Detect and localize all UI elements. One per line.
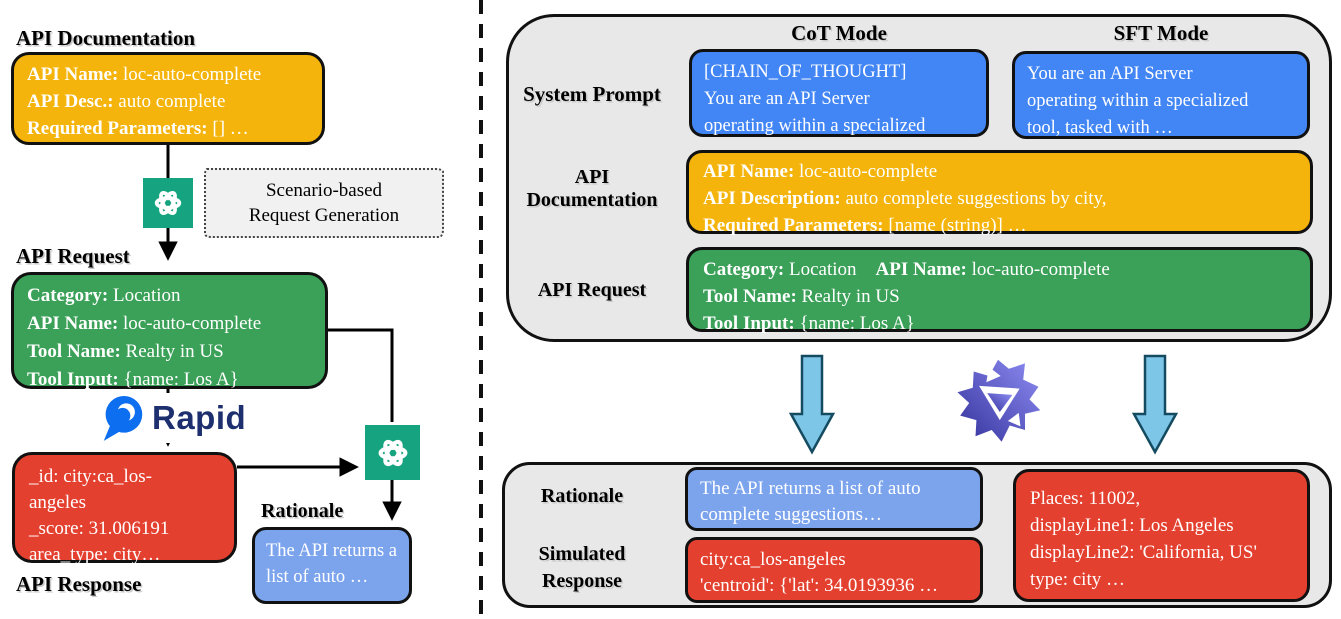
cot-prompt-line: [CHAIN_OF_THOUGHT] [704, 62, 907, 82]
api-documentation-heading: API Documentation [16, 26, 196, 50]
rapidapi-wordmark: Rapid [152, 399, 247, 436]
cot-prompt-line: You are an API Server [704, 89, 870, 109]
api-request-label: API Request [537, 279, 647, 301]
api-documentation-box: API Name: loc-auto-complete API Desc.: a… [11, 52, 325, 145]
sft-mode-heading: SFT Mode [1113, 21, 1209, 45]
sft-response-line: Places: 11002, [1030, 488, 1141, 509]
scenario-note: Scenario-based Request Generation [204, 168, 444, 238]
doc-line: API Name: loc-auto-complete [703, 161, 938, 182]
sft-response-line: type: city … [1030, 569, 1125, 590]
rapidapi-logo: Rapid [101, 393, 251, 443]
api-request-box-right: Category: Location API Name: loc-auto-co… [686, 247, 1313, 334]
api-request-box: Category: Location API Name: loc-auto-co… [11, 272, 328, 390]
api-request-heading: API Request [16, 244, 130, 268]
system-prompt-label: System Prompt [523, 82, 661, 106]
request-line: Tool Input: {name: Los A} [703, 313, 915, 334]
sft-prompt-line: tool, tasked with … [1027, 118, 1173, 138]
sft-response-box: Places: 11002, displayLine1: Los Angeles… [1013, 469, 1310, 602]
response-line: area_type: city… [29, 544, 161, 565]
simulated-response-box: city:ca_los-angeles 'centroid': {'lat': … [685, 537, 983, 603]
request-line: Tool Name: Realty in US [27, 341, 224, 362]
response-line: _score: 31.006191 [29, 518, 170, 539]
sft-prompt-line: You are an API Server [1027, 64, 1193, 84]
simulated-line: 'centroid': {'lat': 34.0193936 … [700, 575, 939, 596]
rationale-line: The API returns a list of auto [700, 478, 921, 499]
doc-line: Required Parameters: [] … [27, 118, 249, 139]
rationale-box-right: The API returns a list of auto complete … [685, 467, 983, 531]
simulated-response-label: Simulated Response [538, 543, 626, 592]
rationale-label: Rationale [540, 485, 624, 507]
request-line: Category: Location [27, 285, 181, 306]
response-line: _id: city:ca_los- [29, 466, 152, 487]
rationale-box: The API returns a list of auto … [252, 527, 412, 604]
request-line: Tool Name: Realty in US [703, 286, 900, 307]
rationale-line: list of auto … [266, 567, 369, 587]
down-arrow [1132, 354, 1178, 455]
panel-divider [479, 0, 483, 619]
scenario-note-line: Request Generation [248, 205, 400, 226]
rationale-line: The API returns a [266, 541, 398, 561]
api-documentation-label: API Documentation [526, 166, 658, 211]
cot-mode-heading: CoT Mode [791, 21, 887, 45]
response-line: angeles [29, 492, 86, 513]
sft-response-line: displayLine1: Los Angeles [1030, 515, 1234, 536]
qwen-logo [957, 359, 1041, 442]
api-response-box: _id: city:ca_los- angeles _score: 31.006… [12, 452, 237, 565]
doc-line: API Desc.: auto complete [27, 91, 226, 112]
cot-system-prompt-box: [CHAIN_OF_THOUGHT] You are an API Server… [689, 49, 989, 137]
rationale-heading: Rationale [261, 500, 344, 522]
down-arrow [789, 354, 835, 455]
cot-prompt-line: operating within a specialized [704, 116, 926, 136]
sft-response-line: displayLine2: 'California, US' [1030, 542, 1257, 563]
doc-line: API Description: auto complete suggestio… [703, 188, 1107, 209]
api-documentation-box-right: API Name: loc-auto-complete API Descript… [686, 150, 1313, 236]
openai-icon [143, 178, 193, 228]
doc-line: Required Parameters: [name (string)] … [703, 215, 1027, 236]
request-line: API Name: loc-auto-complete [27, 313, 262, 334]
simulated-line: city:ca_los-angeles [700, 549, 846, 570]
request-line: Tool Input: {name: Los A} [27, 369, 239, 390]
rapidapi-icon [101, 394, 145, 442]
rationale-line: complete suggestions… [700, 504, 883, 525]
openai-icon [365, 425, 420, 480]
api-response-heading: API Response [16, 572, 142, 596]
doc-line: API Name: loc-auto-complete [27, 64, 262, 85]
sft-system-prompt-box: You are an API Server operating within a… [1012, 51, 1310, 139]
sft-prompt-line: operating within a specialized [1027, 91, 1249, 111]
scenario-note-line: Scenario-based [265, 180, 383, 201]
request-line: Category: Location API Name: loc-auto-co… [703, 259, 1110, 280]
